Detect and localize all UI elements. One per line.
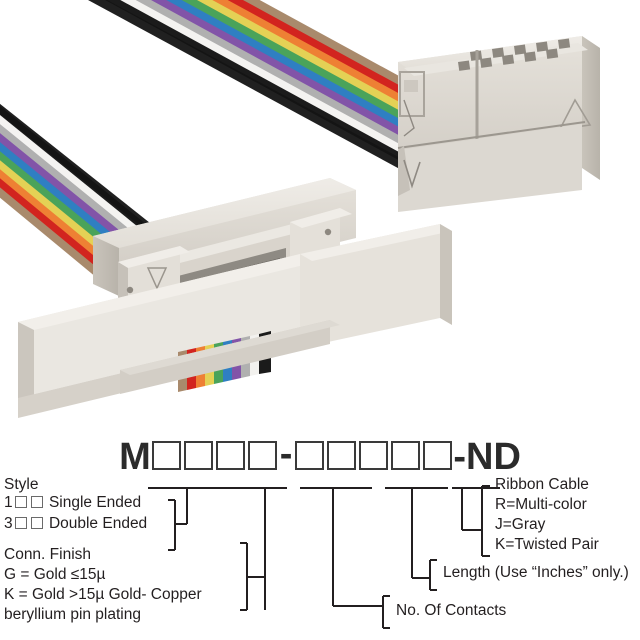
style-option-single: 1 Single Ended (4, 494, 141, 512)
product-photo (0, 0, 600, 418)
style-option-single-label: Single Ended (48, 494, 142, 511)
style-checkbox-b3 (30, 517, 43, 529)
finish-line-g: G = Gold ≤15µ (4, 566, 106, 583)
style-option-double-code: 3 (4, 515, 13, 532)
style-heading: Style (4, 476, 39, 493)
part-number-suffix: -ND (453, 436, 521, 478)
male-box-header-connector (18, 178, 452, 418)
pn-box-8 (390, 440, 420, 470)
finish-line-k: K = Gold >15µ Gold- Copper (4, 586, 202, 604)
style-option-single-code: 1 (4, 494, 13, 511)
part-number-separator: - (279, 432, 293, 475)
pn-box-5 (294, 440, 324, 470)
pn-box-7 (358, 440, 388, 470)
style-option-double: 3 Double Ended (4, 515, 147, 533)
ribbon-option-k: K=Twisted Pair (495, 536, 599, 553)
pn-box-9 (422, 440, 452, 470)
length-label: Length (443, 564, 495, 581)
pn-box-2 (184, 440, 214, 470)
pn-box-6 (326, 440, 356, 470)
part-number-legend: Style 1 Single Ended 3 Double Ended Conn… (0, 476, 640, 640)
ribbon-heading: Ribbon Cable (495, 476, 589, 493)
finish-line-k2: beryllium pin plating (4, 606, 141, 623)
length-entry: Length (Use “Inches” only.) (443, 564, 629, 582)
style-checkbox-a3 (14, 517, 27, 529)
female-idc-socket-connector (397, 36, 600, 212)
legend-leader-lines (148, 485, 500, 629)
style-checkbox-a1 (14, 496, 27, 508)
part-number-diagram: M - -ND (0, 432, 640, 480)
contacts-label: No. Of Contacts (396, 602, 507, 619)
ribbon-option-r: R=Multi-color (495, 496, 587, 513)
style-checkbox-b1 (30, 496, 43, 508)
style-option-double-label: Double Ended (48, 515, 148, 532)
product-photo-svg (0, 0, 600, 418)
length-note: (Use “Inches” only.) (494, 564, 629, 581)
finish-line-k-bold: K = Gold >15µ (4, 586, 105, 603)
socket-holes (458, 38, 571, 71)
finish-heading: Conn. Finish (4, 546, 92, 563)
pn-box-3 (216, 440, 246, 470)
finish-line-k-rest: Gold- Copper (104, 586, 202, 603)
pn-box-1 (152, 440, 182, 470)
ribbon-option-j: J=Gray (495, 516, 546, 533)
pn-box-4 (248, 440, 278, 470)
part-number-prefix: M (119, 436, 151, 478)
